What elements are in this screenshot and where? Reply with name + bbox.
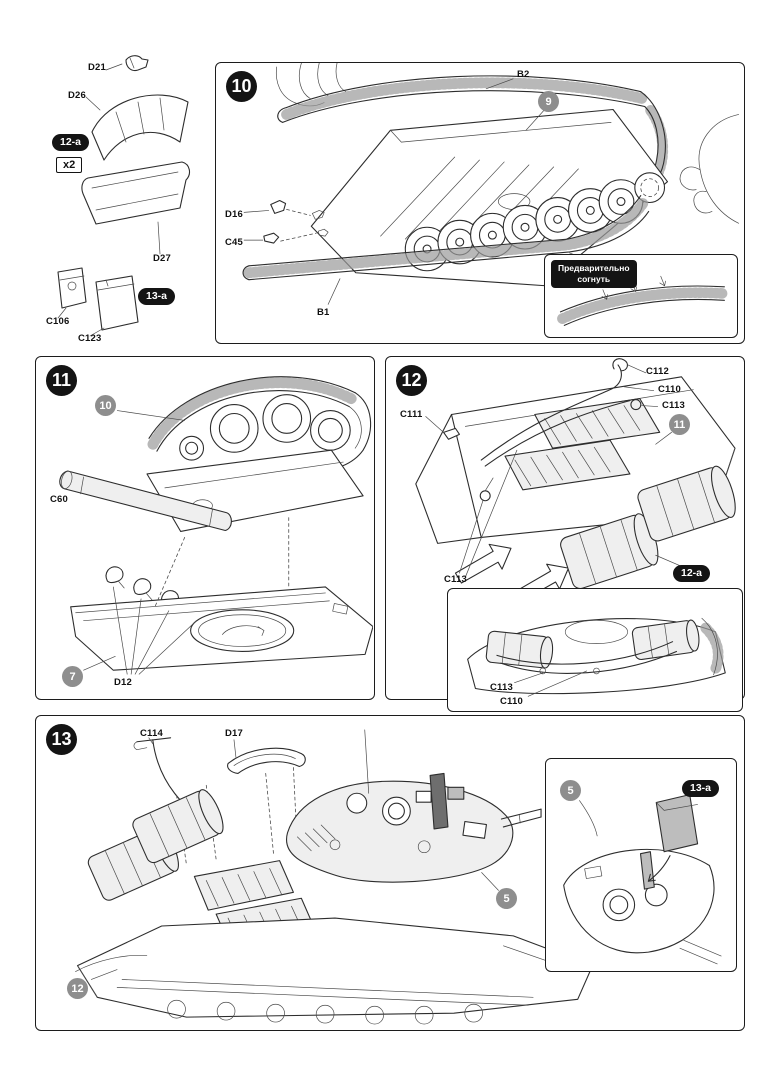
part-label-c112: C112 <box>646 366 669 377</box>
step-number-12: 12 <box>396 365 427 396</box>
part-13a-drawing <box>647 794 699 882</box>
step-13-panel: 13 C114 D17 5 12 <box>35 715 745 1031</box>
step-number-10: 10 <box>226 71 257 102</box>
turret <box>285 729 542 883</box>
step-12-inset-illustration <box>467 617 726 697</box>
ref-step-badge-9: 9 <box>538 91 559 112</box>
leader-c123 <box>89 327 105 337</box>
leader-lines <box>91 737 499 980</box>
ref-step-badge-7: 7 <box>62 666 83 687</box>
part-label-c113-top: C113 <box>662 400 685 411</box>
subassembly-badge-12a: 12-a <box>52 134 90 151</box>
inset-part-label-c113: C113 <box>490 682 513 693</box>
step-13-illustration <box>75 729 594 1025</box>
part-label-c60: C60 <box>50 494 69 505</box>
loose-parts-illustration <box>57 55 191 337</box>
step-10-illustration <box>242 63 740 335</box>
prebend-inset: Предварительно согнуть <box>544 254 738 338</box>
part-label-d17: D17 <box>225 728 244 739</box>
part-label-d21: D21 <box>88 62 107 73</box>
subassembly-badge-13a: 13-a <box>138 288 176 305</box>
leader-lines <box>425 364 684 578</box>
step-11-panel: 11 10 C60 7 D12 <box>35 356 375 700</box>
part-label-d26: D26 <box>68 90 87 101</box>
hand-right-icon <box>679 114 740 224</box>
ref-step-badge-5: 5 <box>496 888 517 909</box>
ref-step-badge-11: 11 <box>669 414 690 435</box>
inset-cables <box>496 641 678 675</box>
lower-track-b1 <box>242 195 650 281</box>
step-13-inset-illustration <box>563 794 722 965</box>
part-label-c123: C123 <box>78 333 102 344</box>
part-label-c106: C106 <box>46 316 70 327</box>
part-d26-drawing <box>91 94 189 161</box>
quantity-label: x2 <box>56 157 83 173</box>
leader-d21 <box>105 63 123 71</box>
hull <box>75 917 594 1025</box>
step-12-inset: C113 C110 <box>447 588 743 712</box>
step-10-panel: 10 B2 9 D16 C45 B1 Предварительно согнут… <box>215 62 745 344</box>
ref-step-badge-12: 12 <box>67 978 88 999</box>
c60-tube <box>59 470 232 532</box>
inset-subassembly-badge-13a: 13-a <box>682 780 720 797</box>
inset-ref-step-badge-5: 5 <box>560 780 581 801</box>
part-label-c113-bottom: C113 <box>444 574 467 585</box>
ref-step-badge-10: 10 <box>95 395 116 416</box>
part-label-d27: D27 <box>153 253 172 264</box>
part-c123-drawing <box>95 275 139 331</box>
leader-lines <box>83 410 290 675</box>
part-label-c114: C114 <box>140 728 163 739</box>
leader-c106 <box>57 307 67 319</box>
prebend-inset-illustration <box>557 275 730 326</box>
step-12-illustration <box>415 358 736 604</box>
part-c106-drawing <box>57 267 87 309</box>
prebend-note: Предварительно согнуть <box>551 260 637 289</box>
d17-strip <box>227 747 306 774</box>
part-label-b1: B1 <box>317 307 330 318</box>
step-13-inset: 5 13-a <box>545 758 737 972</box>
part-label-d16: D16 <box>225 209 244 220</box>
inset-drums <box>485 619 700 669</box>
leader-d26 <box>85 96 101 111</box>
prebent-track-drawing <box>557 275 730 326</box>
clamp-parts-d16-c45 <box>263 199 329 244</box>
leader-d27 <box>157 221 161 255</box>
inset-leaders <box>579 800 598 837</box>
upper-track-b2 <box>277 75 669 195</box>
step-number-13: 13 <box>46 724 77 755</box>
fuel-drums <box>560 465 736 590</box>
loose-parts-area: D21 D26 12-a x2 D27 C106 C123 13-a <box>30 50 215 350</box>
part-label-b2: B2 <box>517 69 530 80</box>
subassembly-badge-12a-ref: 12-a <box>673 565 711 582</box>
part-label-c111: C111 <box>400 409 423 420</box>
inset-leaders <box>514 670 588 697</box>
part-label-d12: D12 <box>114 677 133 688</box>
prebend-note-line1: Предварительно <box>558 263 630 273</box>
inset-turret-rear <box>563 848 722 965</box>
part-label-c110: C110 <box>658 384 681 395</box>
inset-part-label-c110: C110 <box>500 696 523 707</box>
step-11-illustration <box>59 376 373 675</box>
step-number-11: 11 <box>46 365 77 396</box>
part-d27-drawing <box>81 161 191 225</box>
part-label-c45: C45 <box>225 237 244 248</box>
part-d21-drawing <box>125 55 149 72</box>
prebend-note-line2: согнуть <box>577 274 611 285</box>
lower-hull-tub <box>70 586 373 671</box>
tow-cable-c110 <box>443 358 642 502</box>
fuel-drums-left <box>87 789 224 901</box>
